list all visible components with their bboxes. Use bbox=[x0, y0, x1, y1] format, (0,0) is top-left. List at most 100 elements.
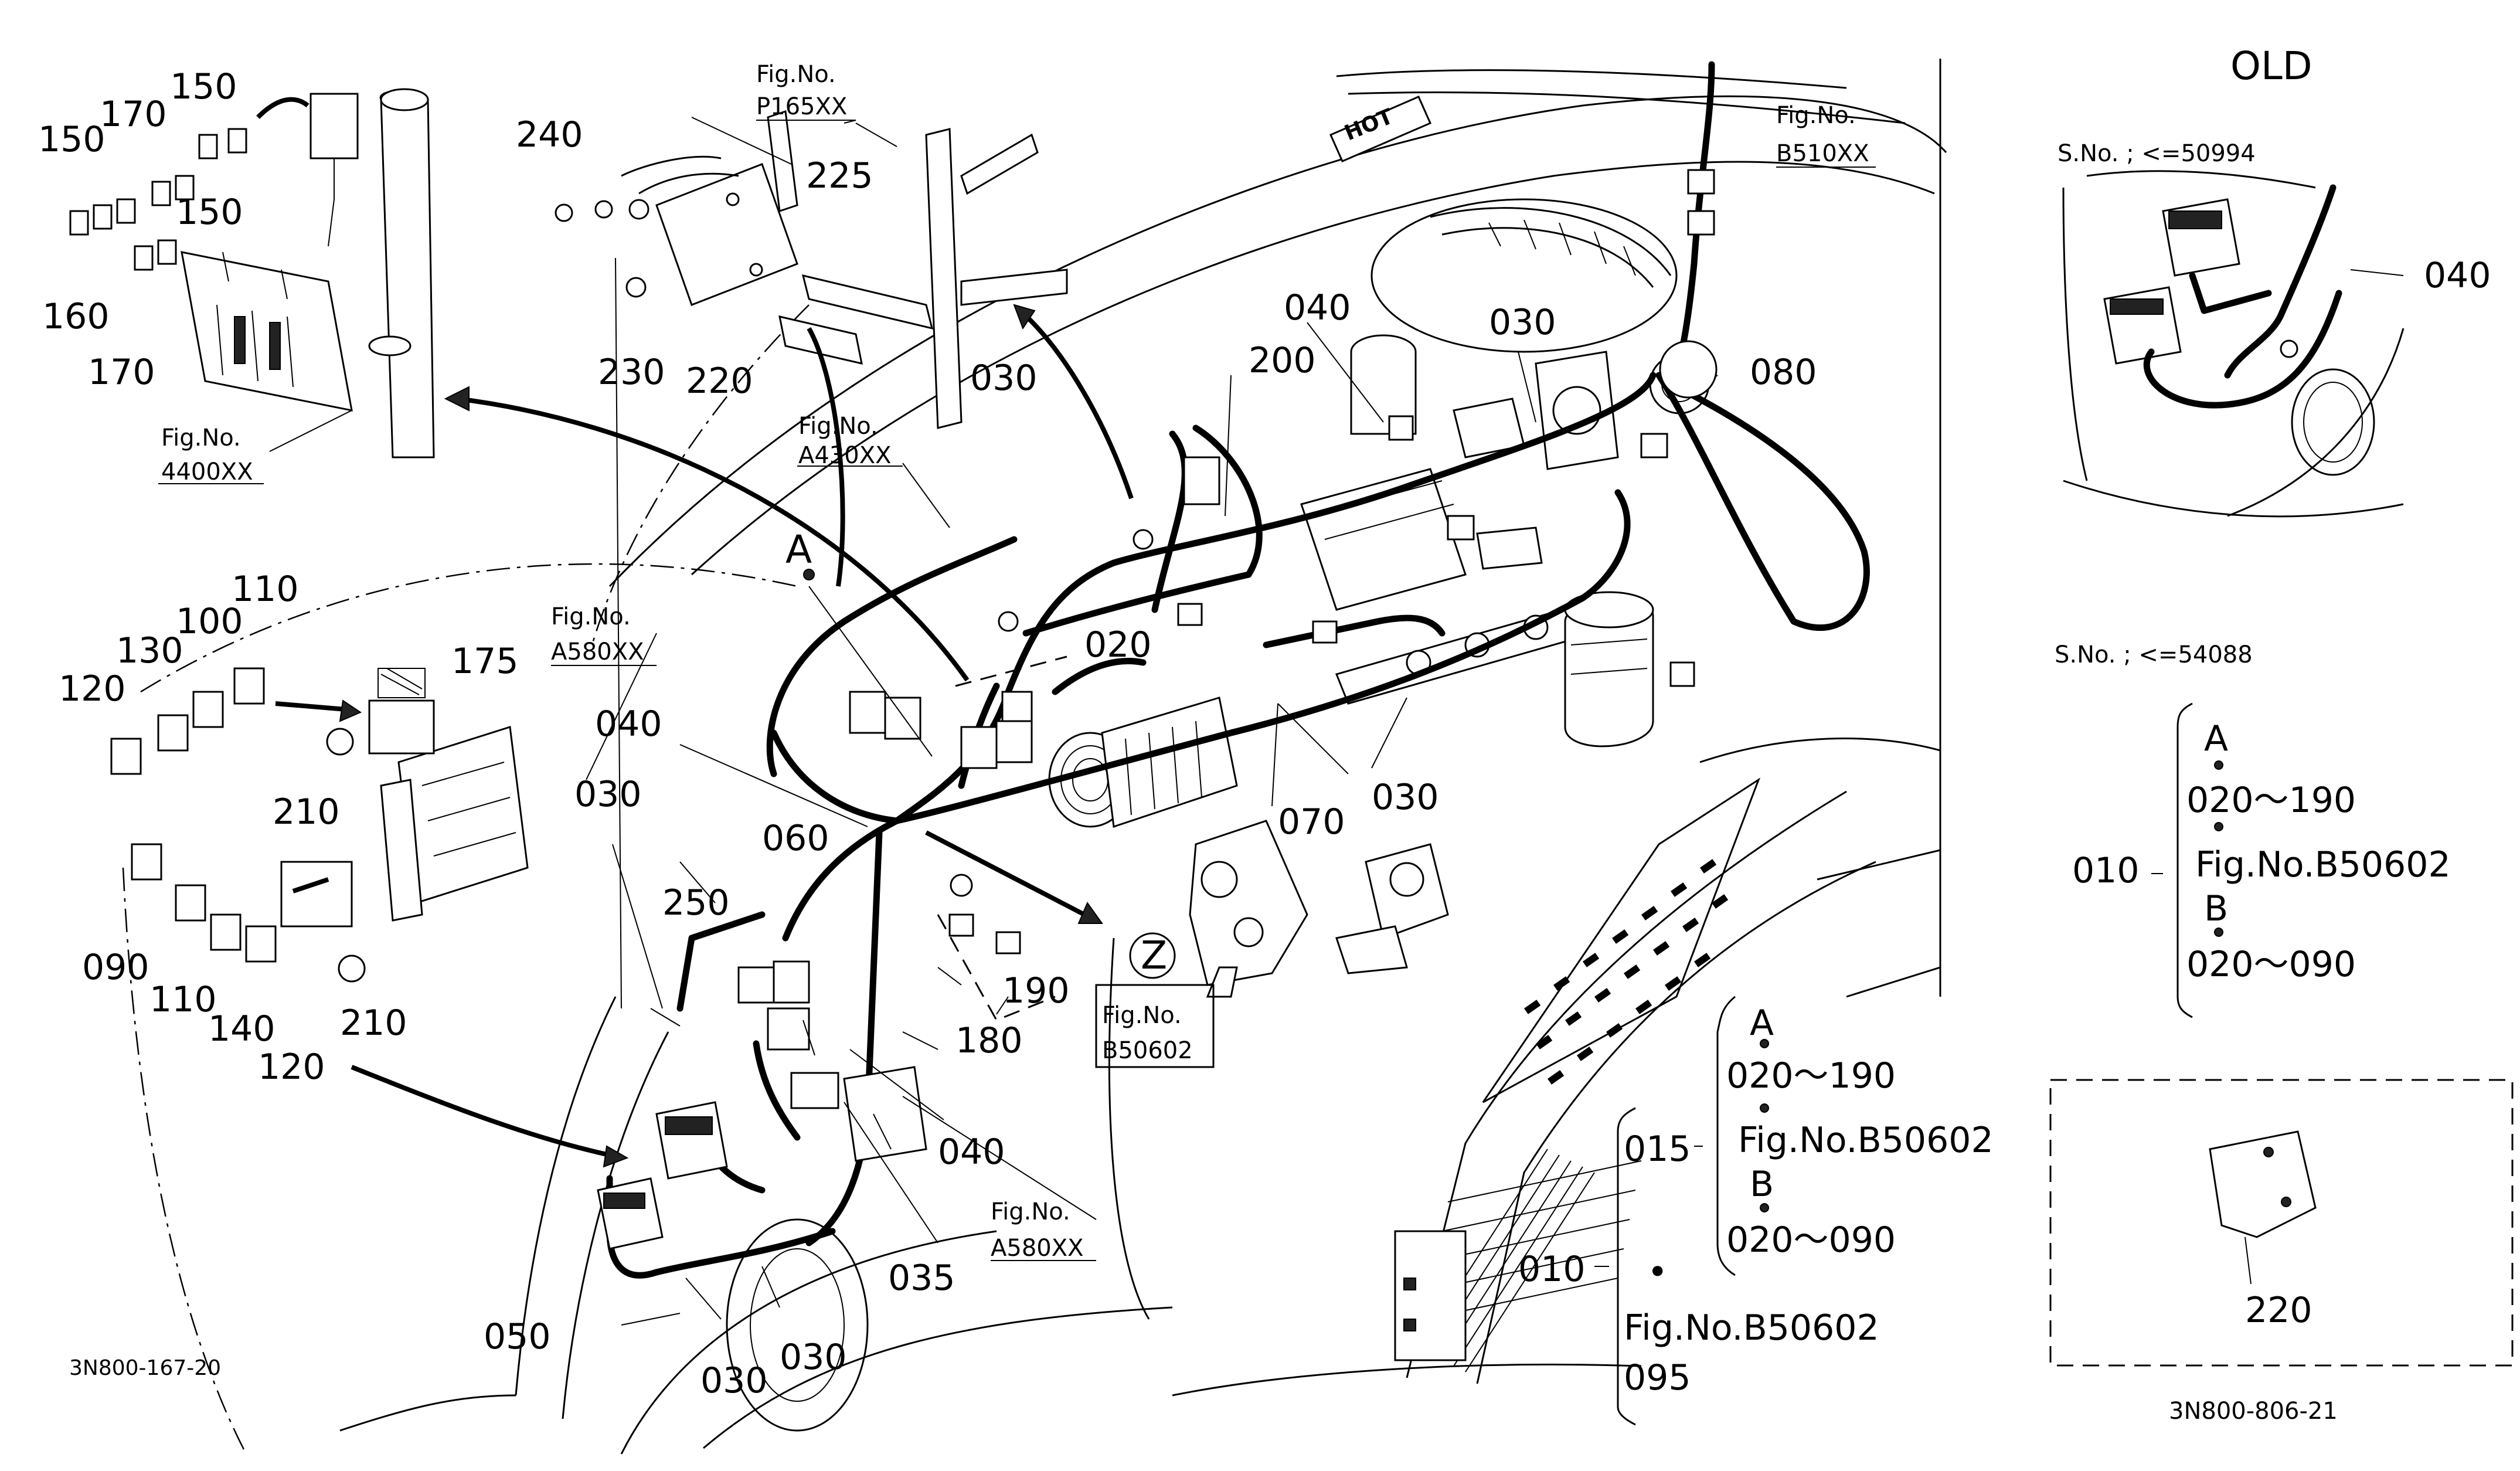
old-serial-2: S.No. ; <=54088 bbox=[2055, 641, 2253, 668]
kit-ref-095: 095 bbox=[1624, 1357, 1691, 1398]
label-030-b: 030 bbox=[1489, 302, 1556, 343]
old-panel bbox=[2062, 170, 2405, 518]
old-panel-text: OLD S.No. ; <=50994 040 S.No. ; <=54088 … bbox=[2055, 43, 2491, 1425]
label-200: 200 bbox=[1249, 340, 1316, 381]
label-190: 190 bbox=[1002, 970, 1070, 1011]
old-kit-ref-010: 010 bbox=[2072, 850, 2140, 891]
label-150-b: 150 bbox=[38, 119, 106, 160]
kit-ref-010: 010 bbox=[1518, 1249, 1586, 1290]
label-040-c: 040 bbox=[938, 1132, 1005, 1173]
label-110-b: 110 bbox=[149, 979, 217, 1020]
old-bracket-label: 220 bbox=[2245, 1290, 2312, 1331]
label-140: 140 bbox=[208, 1008, 276, 1049]
kit-group-a-range: 020～190 bbox=[1726, 1055, 1896, 1096]
label-210-b: 210 bbox=[340, 1003, 407, 1044]
grille-pattern bbox=[1394, 777, 1761, 1373]
fig-label-a580-bottom: Fig.No. bbox=[991, 1198, 1070, 1225]
label-030-e: 030 bbox=[1372, 777, 1439, 818]
bracket-220-old bbox=[2209, 1130, 2317, 1238]
kit-ref-015: 015 bbox=[1624, 1129, 1691, 1170]
old-kit-group-b-range: 020～090 bbox=[2186, 944, 2356, 985]
label-040-a: 040 bbox=[1284, 287, 1351, 328]
callout-a-dot bbox=[803, 569, 815, 580]
kit-dot: • bbox=[1647, 1252, 1668, 1293]
fig-label-b510: Fig.No. bbox=[1776, 102, 1856, 129]
label-210-a: 210 bbox=[273, 791, 340, 833]
relay-panel bbox=[110, 667, 529, 983]
fig-label-p165: Fig.No. bbox=[756, 61, 836, 88]
engine-components bbox=[1048, 334, 1710, 998]
p165-bracket bbox=[778, 128, 1068, 429]
harness-connectors bbox=[597, 169, 1715, 1250]
fig-ref-p165: P165XX bbox=[756, 93, 847, 120]
old-kit-group-b: B bbox=[2204, 888, 2228, 929]
label-230: 230 bbox=[598, 352, 665, 393]
old-kit-group-a: A bbox=[2204, 718, 2228, 759]
label-080: 080 bbox=[1750, 352, 1817, 393]
drawing-code-main: 3N800-167-20 bbox=[69, 1356, 221, 1380]
fig-label-4400: Fig.No. bbox=[161, 424, 241, 451]
fig-label-b50602: Fig.No. bbox=[1102, 1002, 1182, 1029]
label-180: 180 bbox=[955, 1020, 1023, 1061]
label-035: 035 bbox=[888, 1258, 955, 1299]
label-110-a: 110 bbox=[232, 569, 299, 610]
fig-ref-b50602: B50602 bbox=[1102, 1037, 1193, 1064]
fig-label-a430: Fig.No. bbox=[798, 413, 878, 440]
label-030-f: 030 bbox=[700, 1360, 768, 1401]
label-120-b: 120 bbox=[258, 1047, 325, 1088]
fig-ref-4400: 4400XX bbox=[161, 458, 253, 485]
fig-ref-a430: A430XX bbox=[798, 442, 892, 469]
label-170-a: 170 bbox=[100, 94, 167, 135]
label-150-a: 150 bbox=[170, 66, 237, 107]
fig-ref-b510: B510XX bbox=[1776, 140, 1869, 167]
fig-ref-a580-bottom: A580XX bbox=[991, 1235, 1084, 1262]
drawing-code-old: 3N800-806-21 bbox=[2169, 1398, 2338, 1425]
old-title: OLD bbox=[2230, 43, 2312, 89]
label-170-b: 170 bbox=[88, 352, 155, 393]
label-225: 225 bbox=[806, 155, 873, 196]
label-100: 100 bbox=[176, 601, 243, 642]
part-labels: 150 170 150 150 160 170 240 225 230 220 … bbox=[38, 61, 1869, 1401]
kit-group-a: A bbox=[1750, 1003, 1774, 1044]
bracket-old-box bbox=[2049, 1079, 2514, 1367]
grommet bbox=[1659, 340, 1718, 399]
old-label-040: 040 bbox=[2424, 255, 2491, 296]
label-040-b: 040 bbox=[595, 704, 662, 745]
label-160: 160 bbox=[42, 296, 110, 337]
sensor-bracket-assembly bbox=[555, 110, 798, 306]
label-120-a: 120 bbox=[59, 668, 126, 709]
label-030-a: 030 bbox=[970, 358, 1038, 399]
label-030-d: 030 bbox=[574, 774, 642, 815]
label-250: 250 bbox=[662, 882, 730, 923]
label-070: 070 bbox=[1278, 801, 1345, 842]
label-240: 240 bbox=[516, 114, 583, 155]
old-kit-group-a-range: 020～190 bbox=[2186, 780, 2356, 821]
leader-arrows bbox=[256, 97, 1134, 1168]
old-kit-group-a-fig: Fig.No.B50602 bbox=[2195, 844, 2451, 885]
kit-group-b: B bbox=[1750, 1164, 1774, 1205]
label-150-c: 150 bbox=[176, 192, 243, 233]
fig-ref-a580-top: A580XX bbox=[551, 638, 644, 665]
label-060: 060 bbox=[762, 818, 829, 859]
label-130: 130 bbox=[116, 630, 183, 671]
callout-z-circle bbox=[1129, 932, 1176, 979]
kit-fig-line: Fig.No.B50602 bbox=[1624, 1307, 1879, 1348]
label-020: 020 bbox=[1084, 624, 1152, 665]
callout-z: Z bbox=[1141, 933, 1167, 978]
label-220: 220 bbox=[686, 361, 753, 402]
kit-brackets bbox=[1594, 702, 2193, 1426]
kit-group-b-range: 020～090 bbox=[1726, 1219, 1896, 1261]
kit-group-a-fig: Fig.No.B50602 bbox=[1738, 1120, 1994, 1161]
old-serial-1: S.No. ; <=50994 bbox=[2058, 140, 2256, 167]
label-030-g: 030 bbox=[780, 1337, 847, 1378]
fuse-bracket-inset bbox=[69, 88, 435, 458]
kit-list-main: 015 A 020～190 Fig.No.B50602 B 020～090 01… bbox=[1518, 1003, 1994, 1398]
label-090: 090 bbox=[82, 947, 149, 988]
label-050: 050 bbox=[484, 1316, 551, 1357]
callout-a: A bbox=[785, 527, 812, 572]
fig-label-a580-top: Fig.No. bbox=[551, 603, 631, 630]
label-175: 175 bbox=[451, 641, 519, 682]
fig-ref-boxes bbox=[158, 117, 1876, 1261]
